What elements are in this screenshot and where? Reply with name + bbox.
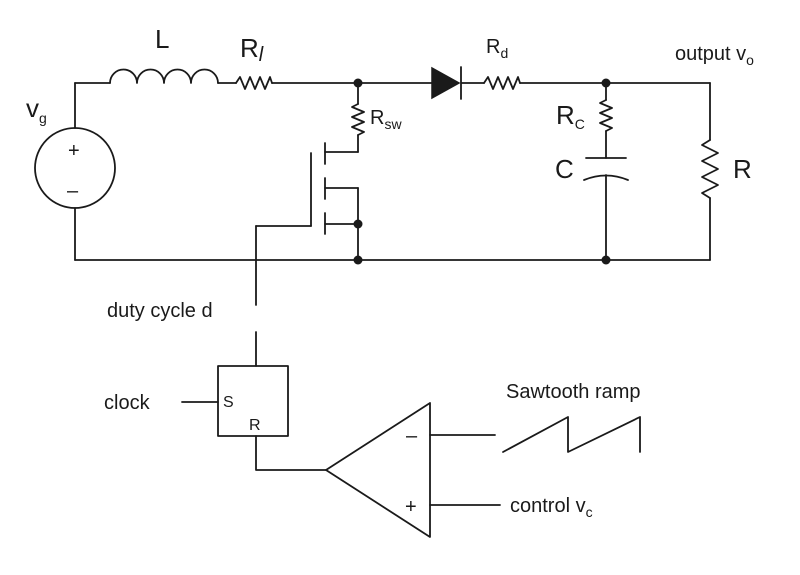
diode-resistor-symbol — [483, 76, 521, 90]
label-diode-resistance: Rd — [486, 36, 508, 61]
source-minus-sign: – — [67, 180, 79, 202]
latch-s-label: S — [223, 394, 234, 411]
latch-r-label: R — [249, 417, 261, 434]
label-load: R — [733, 154, 752, 184]
voltage-source — [34, 127, 116, 209]
reset-wire — [255, 435, 327, 471]
capacitor-resistor-symbol — [599, 99, 613, 132]
label-sawtooth: Sawtooth ramp — [506, 381, 641, 403]
label-inductor: L — [155, 24, 169, 54]
label-output: output vo — [675, 43, 754, 68]
label-switch-resistance: Rsw — [370, 107, 402, 132]
comparator-minus-sign: – — [406, 425, 418, 447]
label-source: vg — [26, 93, 47, 126]
switch-resistor-symbol — [351, 103, 365, 136]
label-capacitor: C — [555, 154, 574, 184]
source-plus-sign: + — [68, 140, 80, 162]
diode-symbol — [431, 66, 462, 100]
junction-dots — [353, 78, 611, 265]
comparator-plus-sign: + — [405, 496, 417, 518]
label-capacitor-resistance: RC — [556, 100, 585, 132]
top-wire — [74, 82, 711, 129]
inductor-symbol — [109, 68, 219, 84]
capacitor-branch — [583, 82, 629, 261]
switch-branch — [255, 82, 365, 367]
sr-latch — [217, 365, 289, 437]
sawtooth-waveform — [502, 416, 641, 453]
load-resistor-symbol — [701, 139, 719, 199]
inductor-resistor-symbol — [235, 76, 273, 90]
label-inductor-resistance: Rl — [240, 33, 264, 66]
load-branch — [701, 82, 719, 261]
bottom-wire — [74, 207, 711, 261]
label-control: control vc — [510, 495, 593, 520]
comparator — [325, 402, 431, 538]
label-duty-cycle: duty cycle d — [107, 300, 213, 322]
label-clock: clock — [104, 392, 151, 414]
